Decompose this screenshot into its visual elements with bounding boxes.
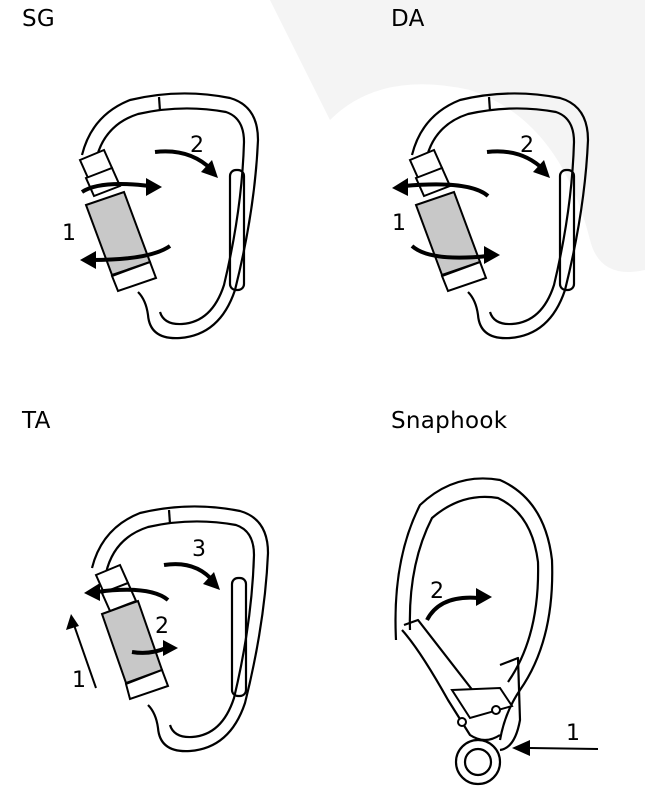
da-step-2: 2 <box>520 133 534 158</box>
da-step-1: 1 <box>392 211 406 236</box>
ta-arrowheads <box>66 572 220 656</box>
ta-carabiner-body <box>90 505 270 753</box>
snaphook-lever <box>450 686 514 727</box>
snaphook-step-2: 2 <box>430 579 444 604</box>
snaphook-body <box>394 477 554 752</box>
sg-carabiner-body <box>80 92 260 340</box>
sg-arrowheads <box>80 160 218 269</box>
panel-title-da: DA <box>391 6 425 32</box>
snaphook-arrows <box>425 595 479 622</box>
ta-push-arrow <box>73 624 97 689</box>
ta-step-3: 3 <box>192 537 206 562</box>
sg-step-1: 1 <box>62 221 76 246</box>
snaphook-arrowheads <box>476 588 530 756</box>
da-carabiner-body <box>410 92 590 340</box>
sg-step-2: 2 <box>190 133 204 158</box>
panel-title-snaphook: Snaphook <box>391 408 508 434</box>
ta-step-2: 2 <box>155 614 169 639</box>
da-arrowheads <box>392 160 550 264</box>
snaphook-push-arrow <box>529 747 599 750</box>
ta-step-1: 1 <box>72 668 86 693</box>
sg-gate-sleeve <box>78 148 158 293</box>
panel-title-sg: SG <box>22 6 56 32</box>
snaphook-step-1: 1 <box>566 721 580 746</box>
panel-title-ta: TA <box>22 408 51 434</box>
snaphook-eye <box>454 738 502 786</box>
